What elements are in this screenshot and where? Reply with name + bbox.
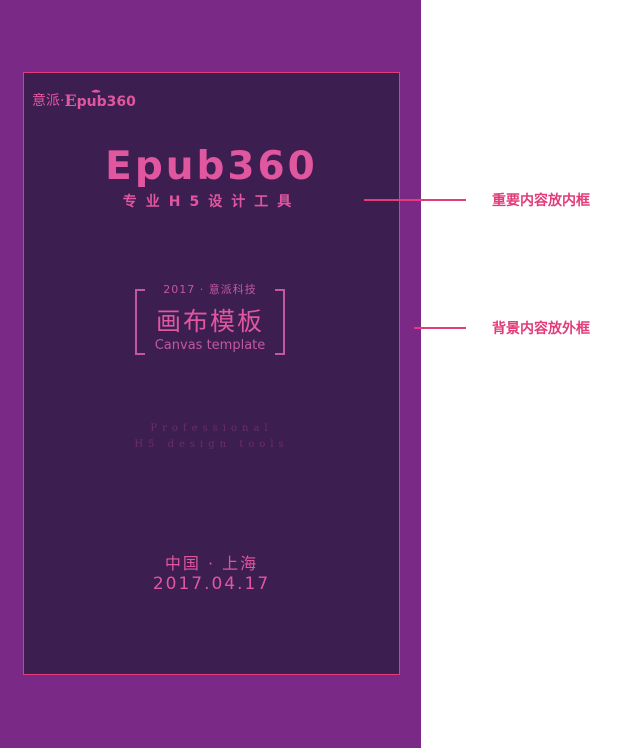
- bracket-left: [135, 289, 145, 355]
- brand-logo-e: E: [64, 91, 77, 110]
- bracket-right: [275, 289, 285, 355]
- annotation-outer-line: [414, 327, 466, 329]
- brand-logo: 意派· E pub360: [32, 89, 136, 110]
- page-subtitle: 专业H5设计工具: [122, 194, 301, 210]
- annotation-inner-label: 重要内容放内框: [492, 193, 590, 209]
- brand-prefix: 意派·: [32, 93, 65, 109]
- tagline-line-1: Professional: [150, 423, 273, 434]
- annotation-outer-label: 背景内容放外框: [492, 321, 590, 337]
- annotation-inner: 重要内容放内框: [364, 190, 590, 210]
- date-text: 2017.04.17: [152, 574, 271, 594]
- template-frame-box: 2017 · 意派科技 画布模板 Canvas template: [135, 281, 285, 355]
- brand-logo-rest: pub360: [76, 94, 136, 110]
- frame-english-title: Canvas template: [154, 338, 266, 353]
- frame-year-line: 2017 · 意派科技: [163, 283, 257, 296]
- annotation-outer: 背景内容放外框: [414, 318, 590, 338]
- annotation-inner-line: [364, 199, 466, 201]
- city-text: 中国 · 上海: [164, 554, 259, 573]
- signal-icon: [91, 89, 101, 94]
- frame-main-title: 画布模板: [155, 307, 264, 336]
- page-title: Epub360: [105, 144, 318, 189]
- tagline-line-2: H5 design tools: [134, 439, 289, 450]
- inner-canvas-frame: 意派· E pub360 Epub360 专业H5设计工具 2017 · 意派科…: [23, 72, 400, 675]
- outer-canvas-frame: 意派· E pub360 Epub360 专业H5设计工具 2017 · 意派科…: [0, 0, 421, 748]
